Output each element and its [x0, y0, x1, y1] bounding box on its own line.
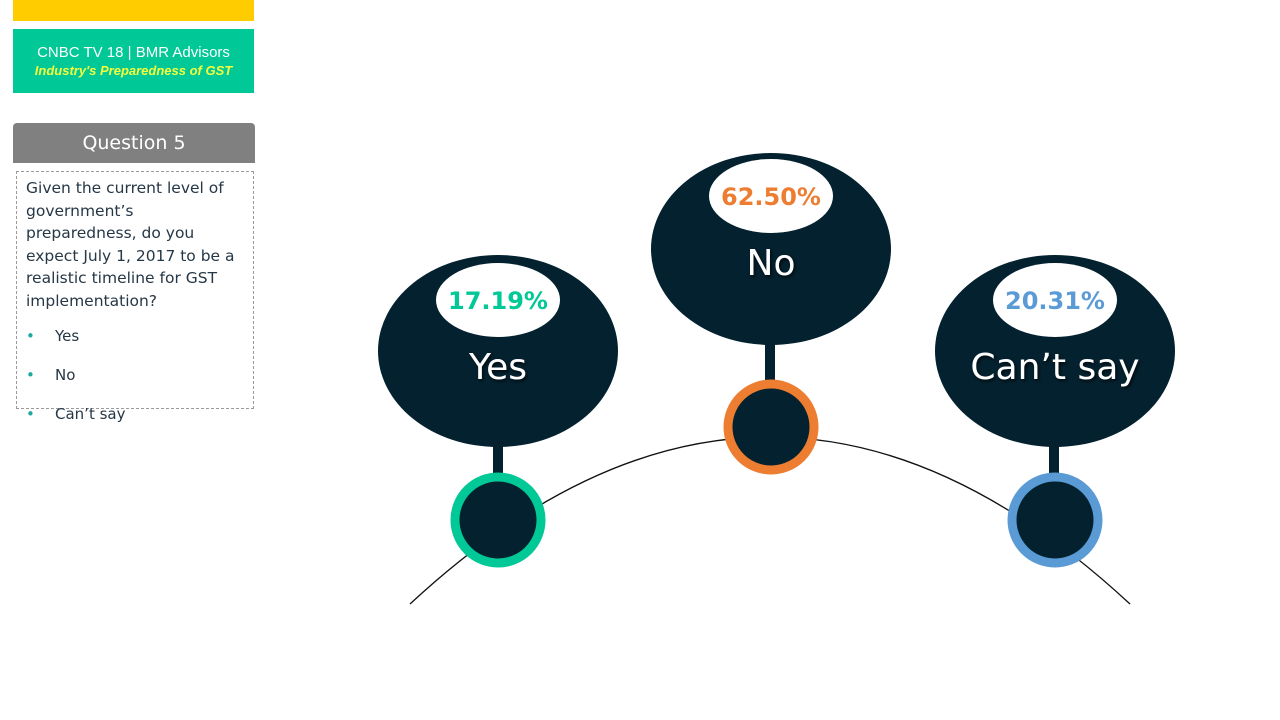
stem-cant-say [1049, 440, 1059, 480]
category-label-no: No [747, 243, 796, 284]
pct-label-no: 62.50% [721, 183, 821, 211]
node-no [723, 379, 819, 475]
option-list: • Yes • No • Can’t say [26, 326, 245, 443]
pct-label-cant-say: 20.31% [1005, 287, 1105, 315]
category-label-cant-say: Can’t say [970, 347, 1139, 388]
question-box: Given the current level of government’s … [16, 171, 254, 423]
bullet-icon: • [26, 327, 35, 345]
category-label-yes: Yes [468, 347, 527, 388]
pct-oval-cant-say [993, 263, 1117, 337]
node-yes [450, 472, 546, 568]
brand-subtitle: Industry's Preparedness of GST [34, 63, 233, 78]
bullet-icon: • [26, 405, 35, 423]
bullet-icon: • [26, 366, 35, 384]
question-title: Question 5 [13, 123, 255, 163]
stem-no [765, 340, 775, 385]
option-label: No [55, 366, 76, 384]
option-label: Yes [55, 327, 80, 345]
pct-oval-yes [436, 263, 560, 337]
option-item: • No [26, 365, 245, 404]
pct-oval-no [709, 159, 833, 233]
stem-yes [493, 440, 503, 480]
brand-banner: CNBC TV 18 | BMR Advisors Industry's Pre… [13, 29, 254, 93]
accent-bar [13, 0, 254, 21]
node-cant-say [1007, 472, 1103, 568]
brand-title: CNBC TV 18 | BMR Advisors [37, 44, 230, 61]
option-label: Can’t say [55, 405, 126, 423]
pct-label-yes: 17.19% [448, 287, 548, 315]
option-item: • Can’t say [26, 404, 245, 443]
option-item: • Yes [26, 326, 245, 365]
question-text: Given the current level of government’s … [26, 179, 235, 310]
